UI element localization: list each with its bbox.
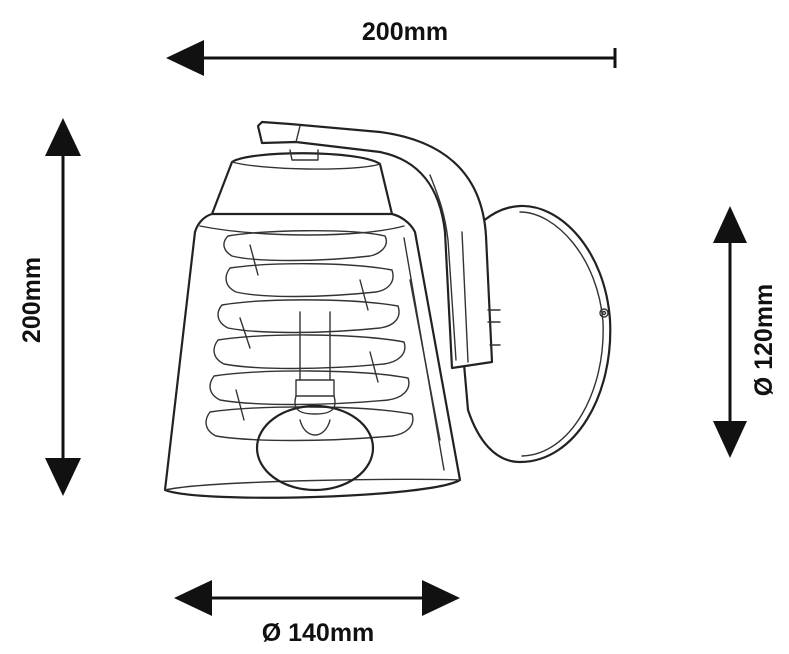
right-diameter-label: Ø 120mm [750, 284, 778, 397]
bulb-globe [255, 404, 375, 492]
right-bottom-arrowhead [713, 421, 747, 458]
top-width-dimension: 200mm [166, 18, 617, 76]
glass-shade [163, 212, 462, 499]
inner-spiral-cage [205, 230, 414, 442]
left-height-label: 200mm [18, 257, 46, 343]
bottom-diameter-dimension: Ø 140mm [174, 580, 460, 647]
light-bulb [255, 311, 375, 492]
bottom-left-arrowhead [174, 580, 212, 616]
top-left-arrowhead [166, 40, 204, 76]
shade-cap [210, 149, 394, 225]
right-top-arrowhead [713, 206, 747, 243]
wall-base-plate [453, 204, 612, 464]
left-top-arrowhead [45, 118, 81, 156]
bottom-right-arrowhead [422, 580, 460, 616]
bottom-diameter-label: Ø 140mm [262, 619, 375, 647]
top-width-label: 200mm [362, 18, 448, 46]
left-height-dimension: 200mm [18, 118, 81, 496]
lamp-arm [256, 120, 501, 370]
base-screw-icon [599, 308, 609, 318]
left-bottom-arrowhead [45, 458, 81, 496]
right-diameter-dimension: Ø 120mm [713, 206, 778, 458]
wall-lamp-sketch [163, 120, 612, 499]
